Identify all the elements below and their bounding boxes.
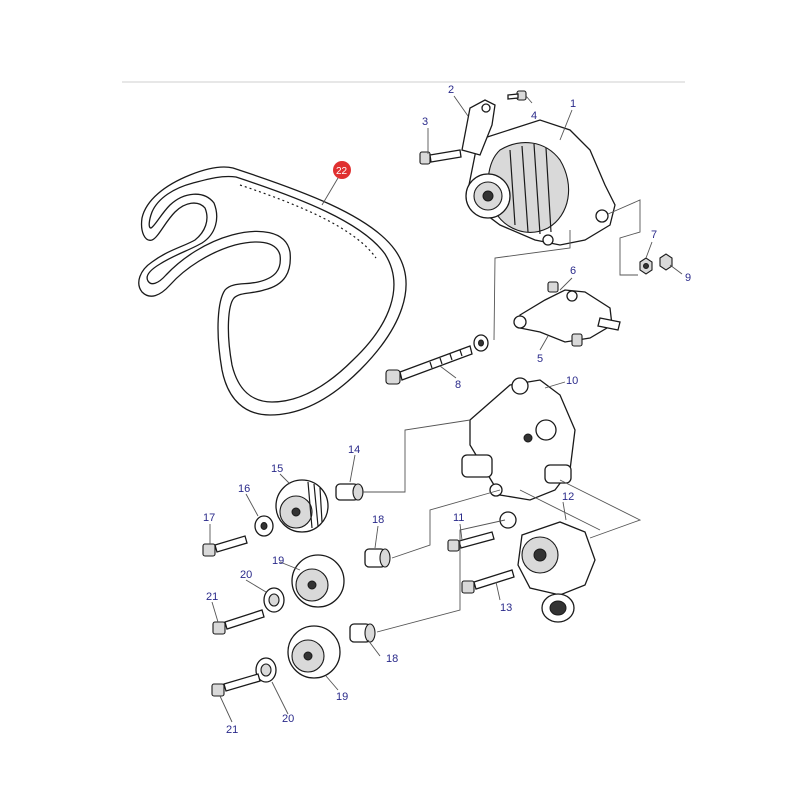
tensioner-bracket-part-10[interactable] — [461, 377, 576, 529]
spacer-part-14[interactable] — [335, 483, 364, 501]
callout-label: 19 — [272, 555, 284, 567]
spacer-part-18-lower[interactable] — [349, 623, 376, 643]
callout-label: 14 — [348, 444, 360, 456]
nut-part-9[interactable] — [659, 253, 673, 271]
callout-label: 1 — [570, 98, 576, 110]
bolt-part-11[interactable] — [447, 531, 495, 552]
callout-label: 16 — [238, 483, 250, 495]
callout-label-highlight: 22 — [336, 166, 348, 177]
bolt-part-21-lower[interactable] — [211, 673, 261, 697]
alternator-part-1[interactable] — [465, 119, 616, 246]
callout-label: 19 — [336, 691, 348, 703]
callout-label: 12 — [562, 491, 574, 503]
callout-label: 15 — [271, 463, 283, 475]
callout-label: 6 — [570, 265, 576, 277]
callout-label: 4 — [531, 110, 537, 122]
bracket-part-2[interactable] — [461, 99, 496, 156]
callout-label: 13 — [500, 602, 512, 614]
nut-part-7[interactable] — [639, 257, 653, 275]
pulley-part-19-lower[interactable] — [287, 625, 341, 679]
callout-label: 3 — [422, 116, 428, 128]
bolt-part-6[interactable] — [547, 281, 621, 331]
callout-leaders — [209, 95, 683, 723]
callout-label: 10 — [566, 375, 578, 387]
mount-bracket-part-5[interactable] — [513, 289, 613, 347]
bolt-part-21-upper[interactable] — [212, 609, 265, 635]
assembly-leader-lines — [362, 199, 642, 633]
bolt-part-8[interactable] — [385, 334, 489, 385]
callout-22-highlight[interactable]: 22 — [333, 161, 351, 179]
callout-label: 20 — [282, 713, 294, 725]
washer-part-16[interactable] — [254, 515, 274, 537]
bolt-part-13[interactable] — [461, 569, 515, 594]
callout-label: 18 — [386, 653, 398, 665]
bolt-part-17[interactable] — [202, 535, 248, 557]
pulley-part-19-upper[interactable] — [291, 554, 345, 608]
callout-label: 5 — [537, 353, 543, 365]
callout-label: 2 — [448, 84, 454, 96]
callout-label: 18 — [372, 514, 384, 526]
dust-cap-part-20-upper[interactable] — [263, 587, 285, 613]
dust-cap-part-20-lower[interactable] — [255, 657, 277, 683]
callout-label: 11 — [453, 512, 464, 524]
spacer-part-18-upper[interactable] — [364, 548, 391, 568]
idler-pulley-part-15[interactable] — [275, 479, 329, 533]
drive-belt-part-22[interactable] — [138, 166, 407, 416]
callout-label: 8 — [455, 379, 461, 391]
callout-label: 9 — [685, 272, 691, 284]
bolt-part-4[interactable] — [507, 90, 527, 101]
callout-label: 21 — [206, 591, 218, 603]
bolt-part-3[interactable] — [419, 149, 462, 165]
callout-label: 17 — [203, 512, 215, 524]
tensioner-part-12[interactable] — [517, 521, 596, 623]
callout-label: 7 — [651, 229, 657, 241]
callout-label: 20 — [240, 569, 252, 581]
callout-label: 21 — [226, 724, 238, 736]
